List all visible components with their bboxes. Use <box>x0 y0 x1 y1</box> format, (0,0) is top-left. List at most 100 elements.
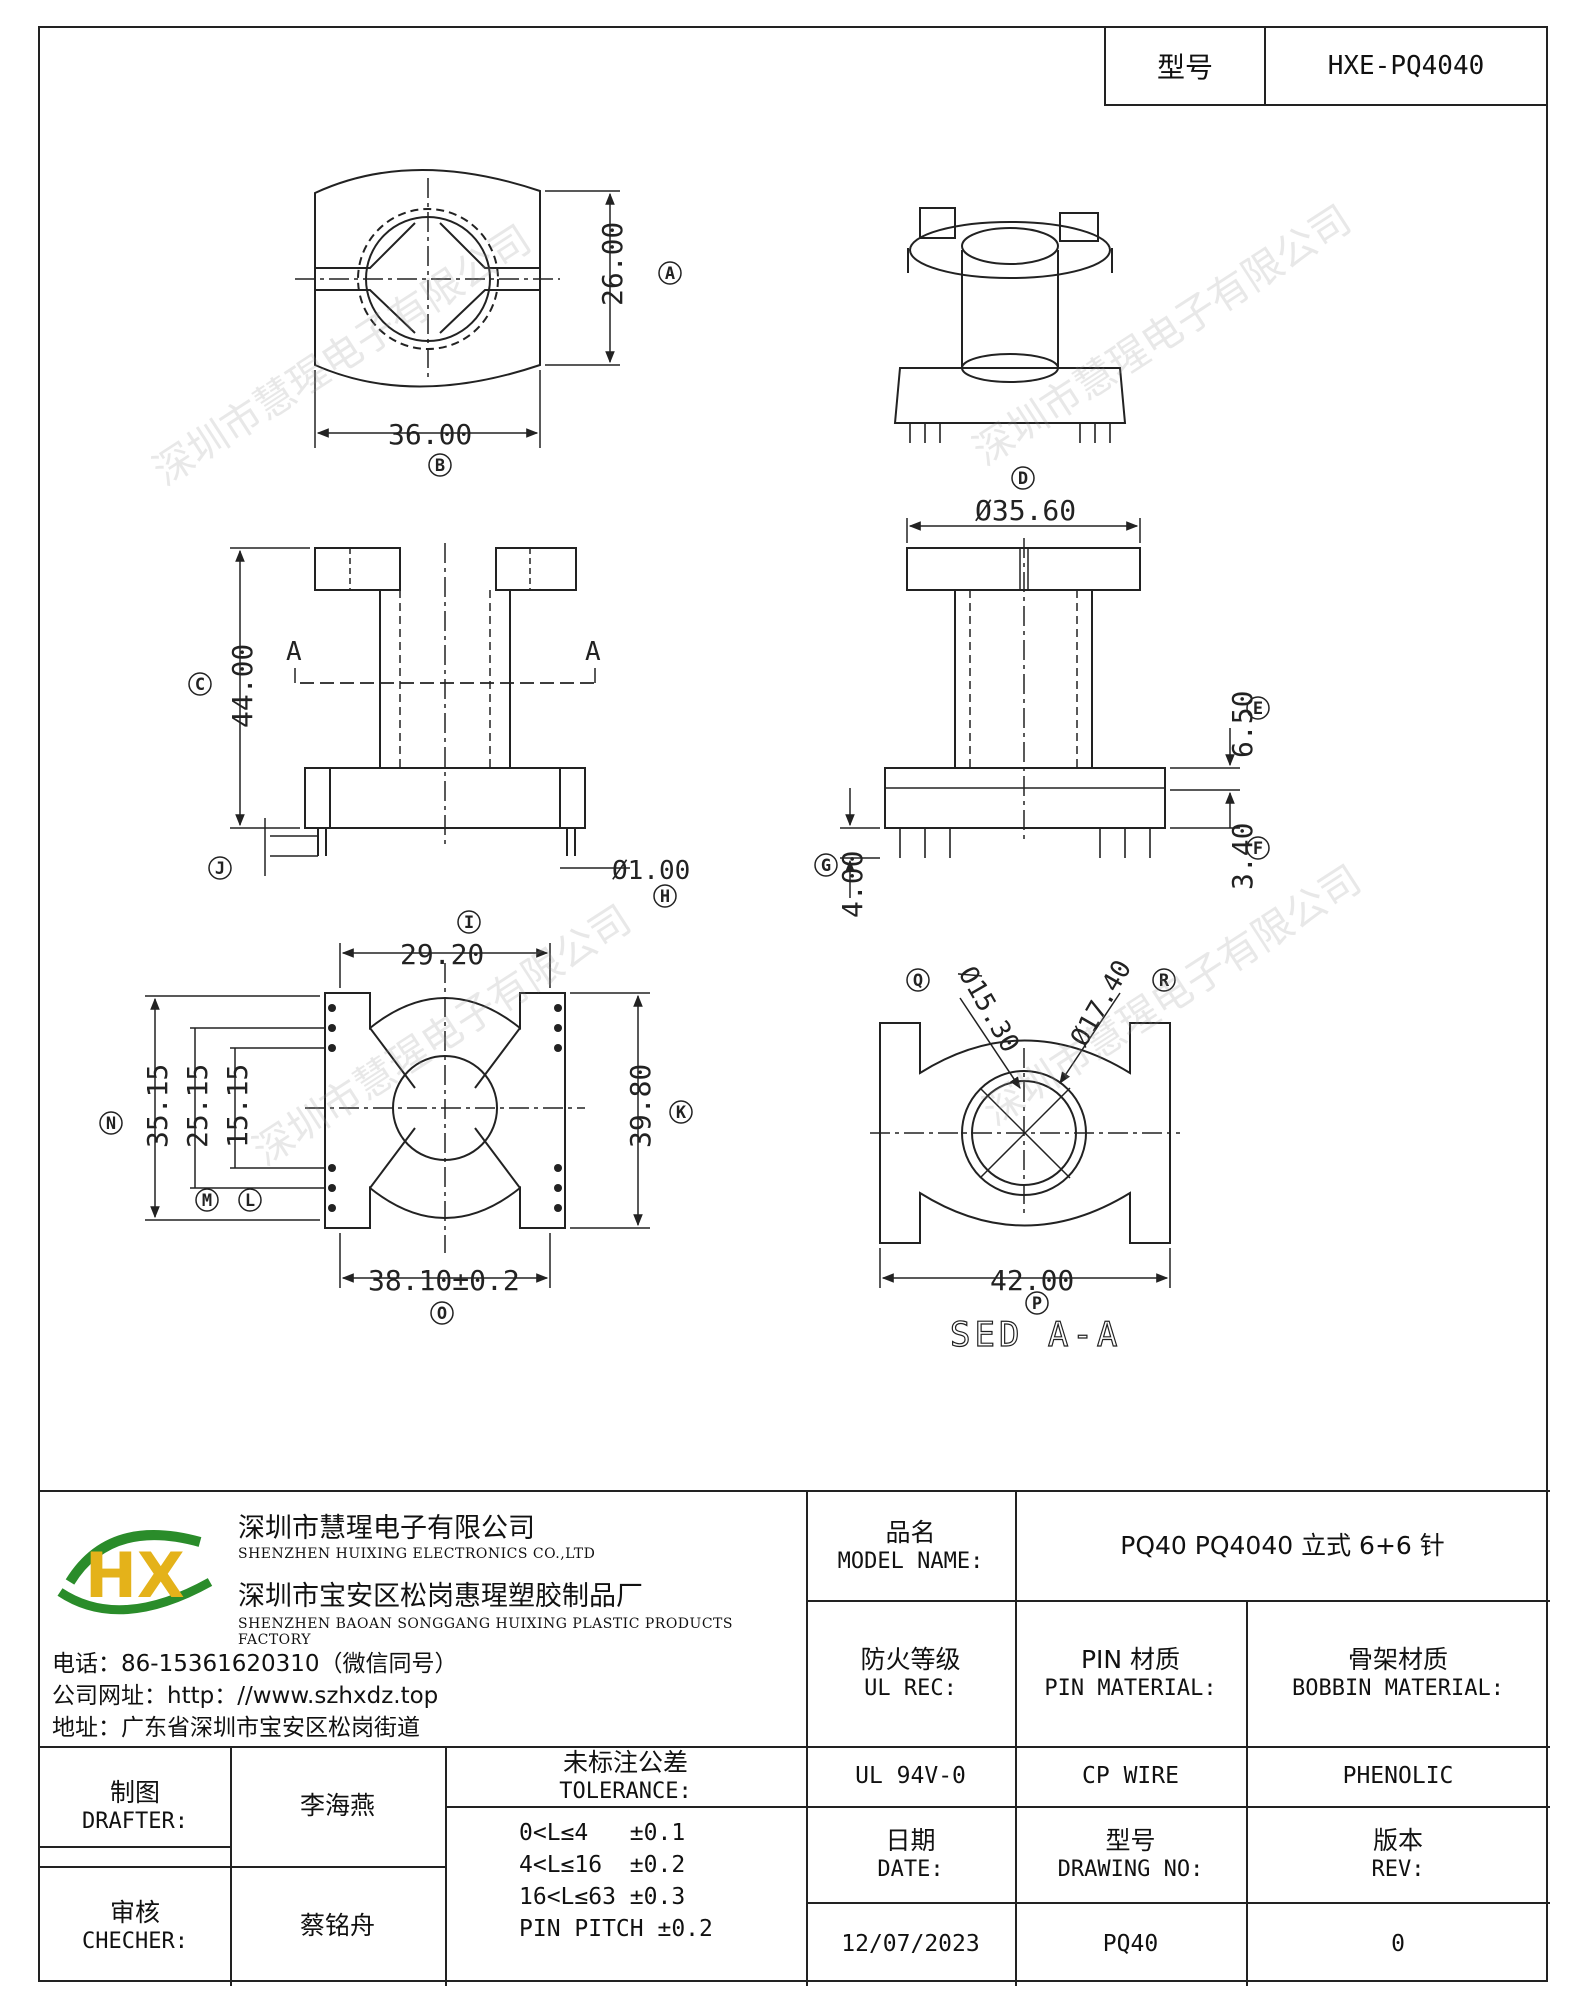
ul-rec-label-en: UL REC: <box>864 1675 957 1701</box>
bobbin-material-label-cn: 骨架材质 <box>1347 1644 1448 1674</box>
dim-B: 36.00 <box>388 418 472 451</box>
callout-G: G <box>821 856 831 876</box>
bobbin-material-text: PHENOLIC <box>1342 1762 1454 1789</box>
date-label-cn: 日期 <box>885 1825 936 1855</box>
bobbin-material-label-en: BOBBIN MATERIAL: <box>1292 1675 1504 1701</box>
model-name-text: PQ40 PQ4040 立式 6+6 针 <box>1120 1531 1445 1561</box>
company-logo-icon: HX <box>57 1530 213 1615</box>
callout-M: M <box>202 1191 212 1211</box>
drawing-number-header: 型号 DRAWING NO: <box>1015 1806 1246 1902</box>
dim-E: 6.50 <box>1226 691 1259 758</box>
model-number-label: 型号 <box>1106 28 1266 104</box>
revision-header: 版本 REV: <box>1246 1806 1550 1902</box>
callout-A: A <box>665 264 675 284</box>
grid-line <box>806 1806 1550 1808</box>
side-view <box>840 518 1240 898</box>
dim-top-diameter: Ø35.60 <box>975 494 1076 527</box>
drafter-label-cn: 制图 <box>109 1777 160 1807</box>
dim-N: 35.15 <box>141 1064 174 1148</box>
factory-name: 深圳市宝安区松岗惠瑆塑胶制品厂 <box>238 1581 643 1612</box>
section-mark-left: A <box>286 637 302 667</box>
top-view <box>295 169 620 448</box>
revision-value: 0 <box>1246 1902 1550 1986</box>
company-info: HX 深圳市慧瑆电子有限公司 SHENZHEN HUIXING ELECTRON… <box>40 1492 806 1746</box>
callout-N: N <box>106 1114 116 1134</box>
pin-material-header: PIN 材质 PIN MATERIAL: <box>1015 1600 1246 1746</box>
section-label: SED A-A <box>950 1315 1121 1355</box>
dim-M: 25.15 <box>181 1064 214 1148</box>
dim-F: 3.40 <box>1226 823 1259 890</box>
drafter-label-en: DRAFTER: <box>82 1808 188 1834</box>
model-name-label-en: MODEL NAME: <box>837 1548 984 1574</box>
grid-line <box>806 1902 1550 1904</box>
callout-L: L <box>245 1191 255 1211</box>
dim-O: 38.10±0.2 <box>368 1264 520 1297</box>
dim-P: 42.00 <box>990 1264 1074 1297</box>
date-text: 12/07/2023 <box>841 1930 980 1957</box>
drawing-number-label-cn: 型号 <box>1105 1825 1156 1855</box>
grid-line <box>1015 1492 1017 1986</box>
drafter-header: 制图 DRAFTER: <box>40 1746 230 1866</box>
pin-material-text: CP WIRE <box>1082 1762 1179 1789</box>
revision-text: 0 <box>1391 1930 1405 1957</box>
company-website: 公司网址：http：//www.szhxdz.top <box>52 1683 439 1709</box>
model-number-box: 型号 HXE-PQ4040 <box>1104 28 1546 106</box>
tolerance-table: 0<L≤4 ±0.1 4<L≤16 ±0.2 16<L≤63 ±0.3 PIN … <box>445 1806 806 1986</box>
checker-label-en: CHECHER: <box>82 1928 188 1954</box>
callout-J: J <box>215 859 225 879</box>
model-number-value: HXE-PQ4040 <box>1327 51 1485 81</box>
dim-G: 4.00 <box>836 851 869 918</box>
grid-line <box>40 1846 230 1848</box>
tolerance-row: 4<L≤16 ±0.2 <box>519 1852 686 1878</box>
ul-rec-value: UL 94V-0 <box>806 1746 1015 1806</box>
ul-rec-text: UL 94V-0 <box>855 1762 966 1789</box>
front-view <box>230 543 630 876</box>
ul-rec-label-cn: 防火等级 <box>860 1644 961 1674</box>
callout-I: I <box>464 913 474 933</box>
grid-line <box>40 1746 1550 1748</box>
company-name-en: SHENZHEN HUIXING ELECTRONICS CO.,LTD <box>238 1546 596 1562</box>
callout-K: K <box>676 1103 687 1123</box>
drawing-number-label-en: DRAWING NO: <box>1057 1856 1204 1882</box>
callout-O: O <box>437 1304 447 1324</box>
callout-D: D <box>1018 469 1028 489</box>
section-mark-right: A <box>585 637 601 667</box>
factory-name-en: SHENZHEN BAOAN SONGGANG HUIXING PLASTIC … <box>238 1616 733 1648</box>
grid-line <box>806 1492 808 1986</box>
model-name-value: PQ40 PQ4040 立式 6+6 针 <box>1015 1492 1550 1600</box>
grid-line <box>445 1806 806 1808</box>
callout-F: F <box>1253 839 1263 859</box>
callout-B: B <box>435 456 445 476</box>
tolerance-label-en: TOLERANCE: <box>559 1778 692 1804</box>
grid-line <box>1246 1600 1248 1986</box>
date-label-en: DATE: <box>877 1856 944 1882</box>
model-name-header: 品名 MODEL NAME: <box>806 1492 1015 1600</box>
section-view <box>870 992 1180 1288</box>
drawing-number-text: PQ40 <box>1102 1930 1159 1957</box>
callout-E: E <box>1253 699 1263 719</box>
callout-H: H <box>660 887 670 907</box>
checker-header: 审核 CHECHER: <box>40 1866 230 1986</box>
dim-K: 39.80 <box>624 1064 657 1148</box>
tolerance-header: 未标注公差 TOLERANCE: <box>445 1746 806 1806</box>
grid-line <box>445 1746 447 1986</box>
pin-material-label-en: PIN MATERIAL: <box>1044 1675 1217 1701</box>
date-value: 12/07/2023 <box>806 1902 1015 1986</box>
company-name: 深圳市慧瑆电子有限公司 <box>238 1513 535 1544</box>
pin-material-value: CP WIRE <box>1015 1746 1246 1806</box>
bobbin-material-value: PHENOLIC <box>1246 1746 1550 1806</box>
revision-label-en: REV: <box>1371 1856 1425 1882</box>
pin-material-label-cn: PIN 材质 <box>1080 1644 1181 1674</box>
logo-text: HX <box>85 1539 185 1612</box>
dim-R: Ø17.40 <box>1065 955 1138 1051</box>
callout-C: C <box>195 675 205 695</box>
dim-H: Ø1.00 <box>612 856 690 886</box>
title-block: HX 深圳市慧瑆电子有限公司 SHENZHEN HUIXING ELECTRON… <box>40 1490 1550 1986</box>
dim-C: 44.00 <box>226 644 259 728</box>
callouts: A B C D E F G H I J K L M N O P Q R <box>99 261 1270 1325</box>
ul-rec-header: 防火等级 UL REC: <box>806 1600 1015 1746</box>
revision-label-cn: 版本 <box>1372 1825 1423 1855</box>
drawing-sheet: 型号 HXE-PQ4040 26.00 36.00 <box>38 26 1550 1986</box>
dim-I: 29.20 <box>400 938 484 971</box>
isometric-view <box>893 207 1127 443</box>
